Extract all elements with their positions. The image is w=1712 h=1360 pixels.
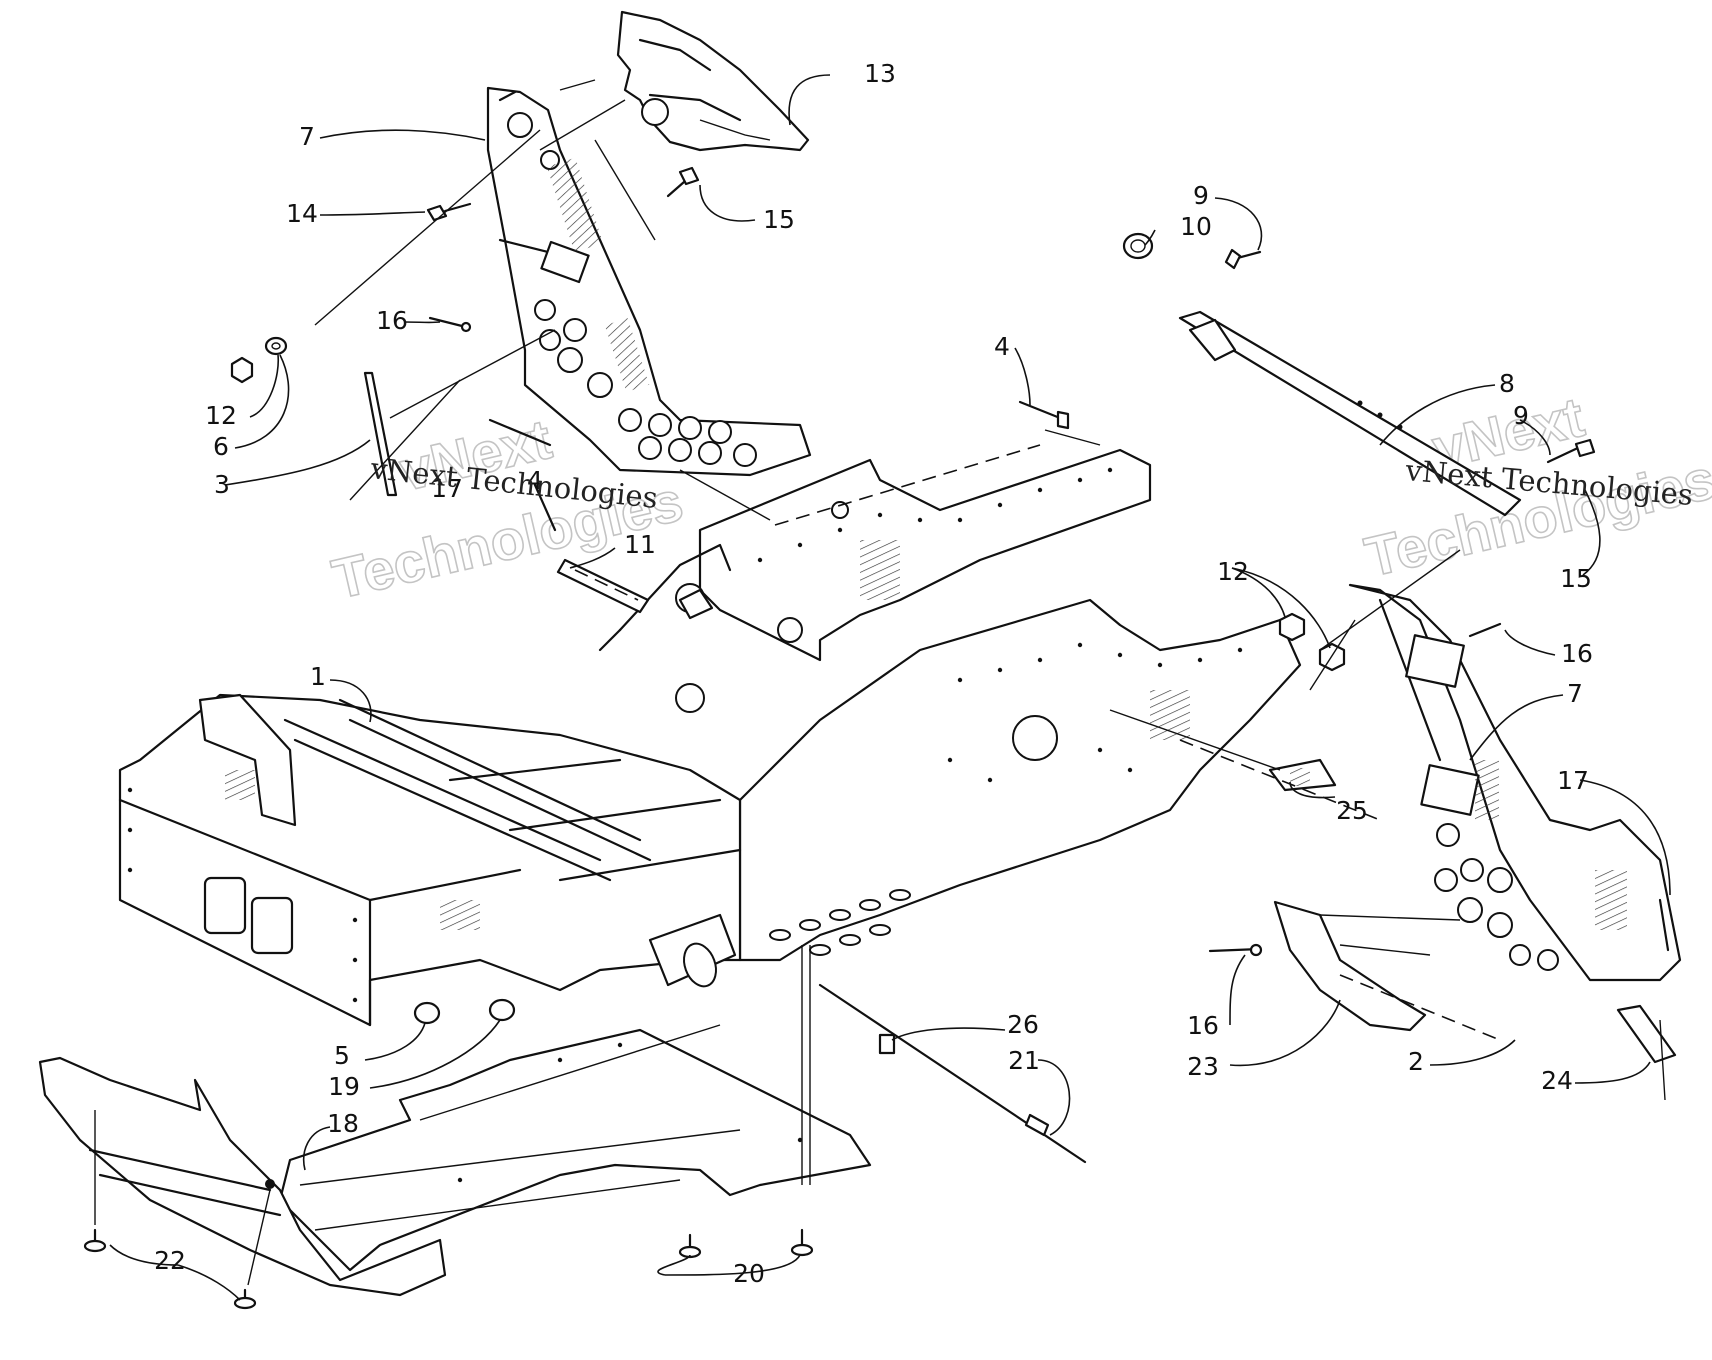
callout-9-right: 9	[1513, 401, 1529, 430]
callout-2: 2	[1408, 1047, 1424, 1076]
callout-15-top: 15	[763, 205, 795, 234]
callout-1: 1	[310, 662, 326, 691]
callout-17-right: 17	[1557, 766, 1589, 795]
callout-22: 22	[154, 1246, 186, 1275]
strap	[556, 558, 650, 614]
callout-5: 5	[334, 1041, 350, 1070]
steering-post-right	[1348, 583, 1682, 982]
callout-labels: 1 2 3 4 4 5 6 7 7 8 9 9 10 11 12 12 13 1…	[154, 59, 1593, 1288]
callout-9-top: 9	[1193, 181, 1209, 210]
callout-23: 23	[1187, 1052, 1219, 1081]
callout-4-upper: 4	[994, 332, 1010, 361]
steering-cross-tube	[1178, 310, 1522, 517]
callout-14: 14	[286, 199, 318, 228]
chassis-frame	[118, 448, 1302, 1027]
callout-18: 18	[327, 1109, 359, 1138]
callout-12-left: 12	[205, 401, 237, 430]
callout-12-right: 12	[1217, 557, 1249, 586]
skid-plate	[278, 1024, 872, 1272]
callout-8: 8	[1499, 369, 1515, 398]
callout-4-center: 4	[527, 466, 543, 495]
callout-17-left: 17	[431, 474, 463, 503]
callout-16-lower: 16	[1187, 1011, 1219, 1040]
callout-16-left: 16	[376, 306, 408, 335]
callout-19: 19	[328, 1072, 360, 1101]
callout-11: 11	[624, 530, 656, 559]
explosion-lines	[94, 79, 1666, 1286]
callout-16-right: 16	[1561, 639, 1593, 668]
callout-26: 26	[1007, 1010, 1039, 1039]
callout-13: 13	[864, 59, 896, 88]
belly-pan	[38, 1056, 447, 1297]
front-nose-piece	[616, 10, 810, 152]
lower-bracket	[1273, 900, 1427, 1032]
leader-lines	[109, 74, 1671, 1301]
callout-21: 21	[1008, 1046, 1040, 1075]
callout-24: 24	[1541, 1066, 1573, 1095]
fasteners	[83, 166, 1670, 1310]
callout-7-left: 7	[299, 122, 315, 151]
small-plate	[1616, 1004, 1677, 1064]
callout-7-right: 7	[1567, 679, 1583, 708]
end-cap	[1122, 232, 1154, 260]
callout-15-right: 15	[1560, 564, 1592, 593]
callout-3: 3	[214, 470, 230, 499]
stem	[363, 371, 398, 497]
callout-20: 20	[733, 1259, 765, 1288]
callout-6: 6	[213, 432, 229, 461]
steering-post-left	[486, 86, 812, 477]
small-bracket	[1268, 758, 1337, 792]
callout-10: 10	[1180, 212, 1212, 241]
callout-25: 25	[1336, 796, 1368, 825]
